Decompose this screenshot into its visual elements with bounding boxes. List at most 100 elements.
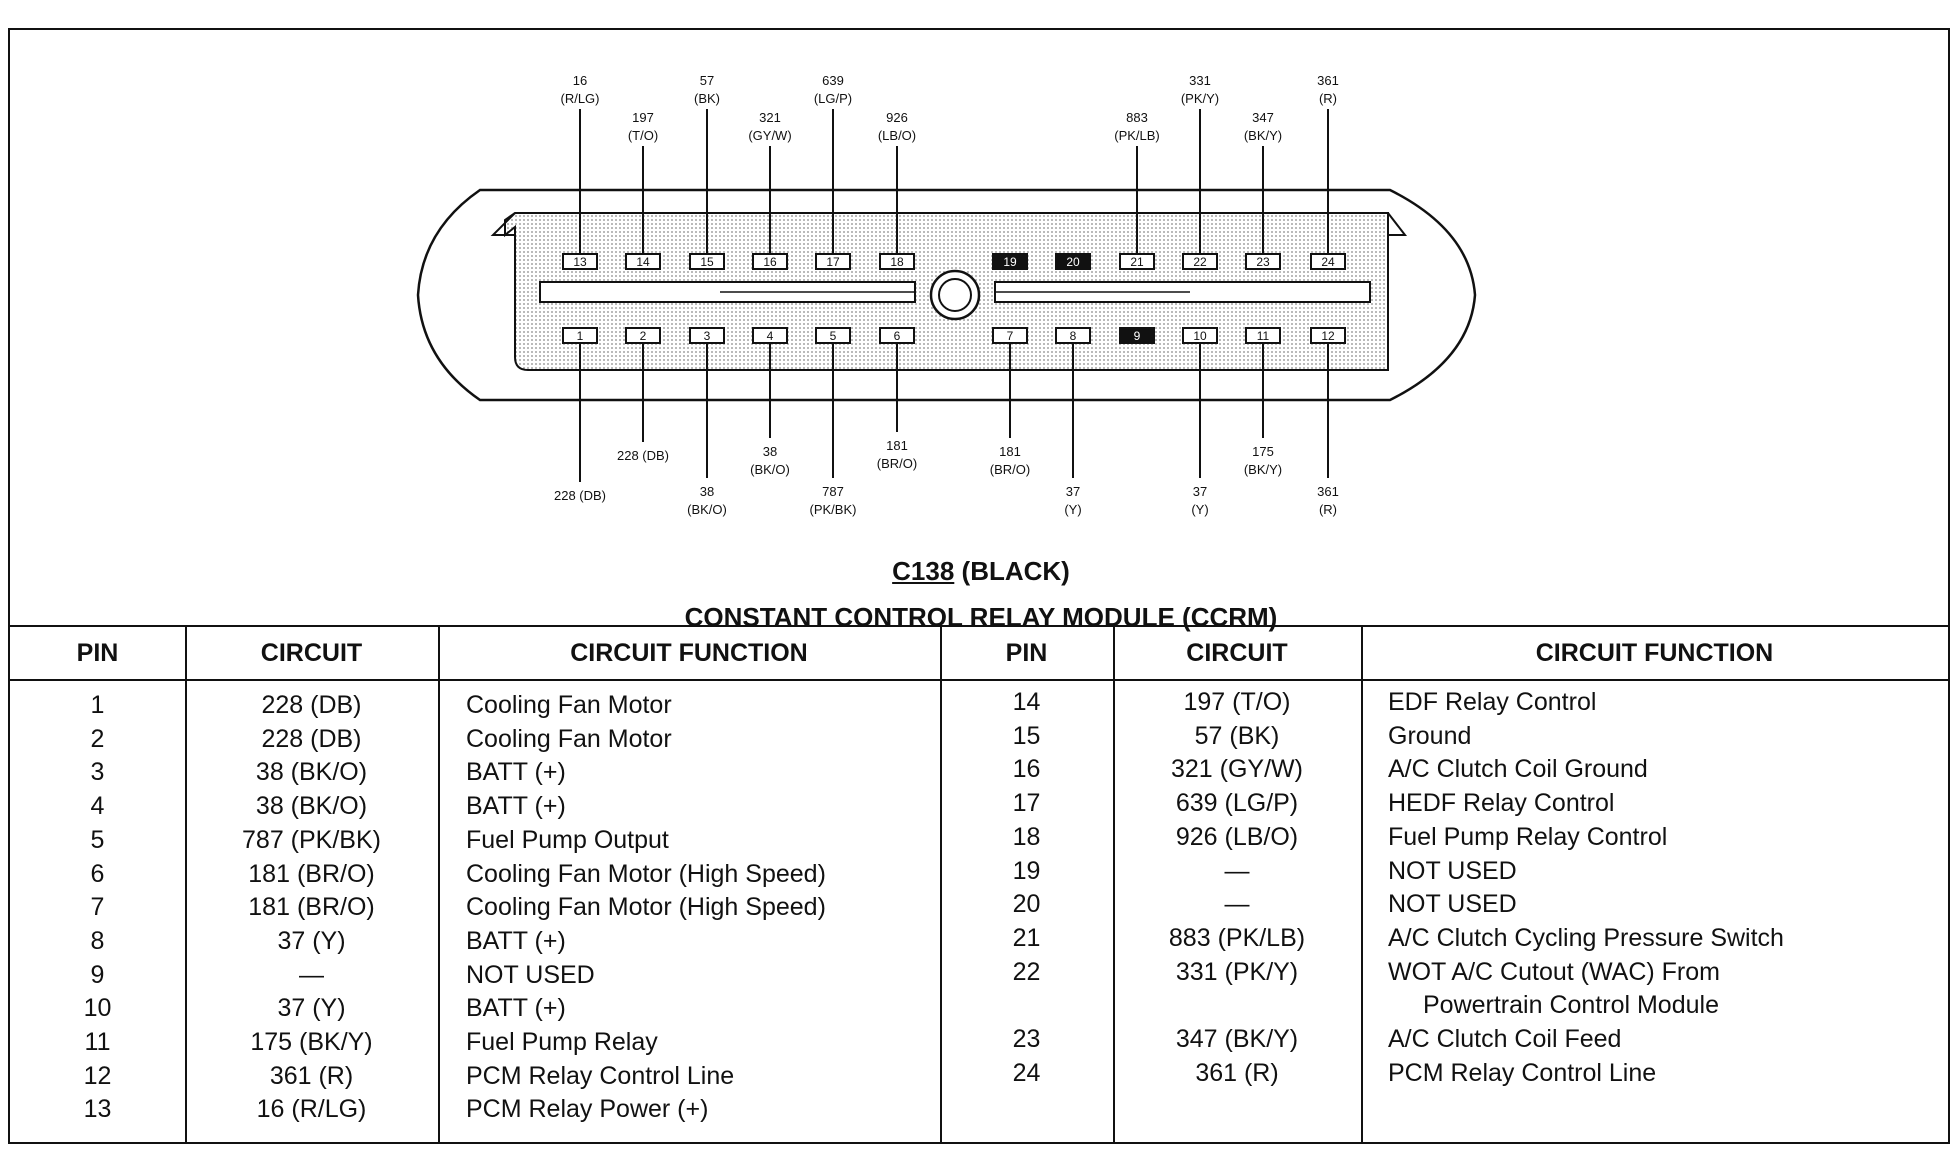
- circuit-cell: 38 (BK/O): [255, 792, 368, 821]
- function-cell: PCM Relay Power (+): [466, 1095, 709, 1124]
- wire-circuit-label: 361: [1317, 484, 1339, 499]
- wire-color-label: (BK/O): [687, 502, 727, 517]
- col-divider: [1361, 627, 1363, 1144]
- wire-circuit-label: 639: [822, 73, 844, 88]
- pin-number: 22: [1193, 255, 1207, 269]
- pin-number: 14: [636, 255, 650, 269]
- pin-number: 4: [767, 329, 774, 343]
- wire-color-label: (BK/O): [750, 462, 790, 477]
- circuit-cell: 361 (R): [1195, 1058, 1279, 1087]
- function-cell: BATT (+): [466, 758, 566, 787]
- circuit-cell: 926 (LB/O): [1175, 822, 1299, 851]
- pin-cell: 14: [1012, 688, 1041, 716]
- circuit-cell: 787 (PK/BK): [242, 825, 381, 854]
- connector-diagram: 1316(R/LG)14197(T/O)1557(BK)16321(GY/W)1…: [416, 73, 1477, 517]
- function-cell: NOT USED: [1388, 890, 1517, 919]
- pin-number: 9: [1134, 329, 1141, 343]
- pin-number: 18: [890, 255, 904, 269]
- pin-number: 5: [830, 329, 837, 343]
- function-cell: Cooling Fan Motor (High Speed): [466, 859, 826, 888]
- wire-circuit-label: 883: [1126, 110, 1148, 125]
- function-cell: BATT (+): [466, 792, 566, 821]
- connector-color: (BLACK): [961, 556, 1070, 586]
- wire-circuit-label: 228 (DB): [617, 448, 669, 463]
- function-cell: BATT (+): [466, 926, 566, 955]
- circuit-cell: 175 (BK/Y): [250, 1028, 373, 1056]
- pin-cell: 15: [1012, 721, 1041, 750]
- pin-cell: 3: [90, 758, 105, 787]
- circuit-cell: 639 (LG/P): [1175, 789, 1299, 818]
- connector-title: C138 (BLACK): [10, 556, 1952, 587]
- module-title: CONSTANT CONTROL RELAY MODULE (CCRM): [684, 602, 1278, 632]
- col-divider: [438, 627, 440, 1144]
- pin-number: 11: [1257, 329, 1270, 343]
- circuit-cell: 197 (T/O): [1183, 688, 1291, 716]
- pin-cell: 13: [83, 1095, 112, 1124]
- header-circuit-function: CIRCUIT FUNCTION: [570, 639, 808, 667]
- wire-color-label: (PK/BK): [810, 502, 857, 517]
- wire-color-label: (BK): [694, 91, 720, 106]
- wire-circuit-label: 347: [1252, 110, 1274, 125]
- pin-cell: 5: [90, 825, 105, 854]
- pin-number: 10: [1193, 329, 1207, 343]
- circuit-cell: 181 (BR/O): [248, 859, 375, 888]
- pin-number: 7: [1007, 329, 1014, 343]
- function-cell: Ground: [1388, 721, 1472, 750]
- connector-id: C138: [892, 556, 955, 586]
- wire-color-label: (LB/O): [878, 128, 916, 143]
- wire-color-label: (GY/W): [748, 128, 791, 143]
- circuit-cell: 228 (DB): [261, 724, 362, 753]
- pin-number: 1: [577, 329, 584, 343]
- circuit-cell: —: [1224, 890, 1250, 919]
- pin-number: 16: [763, 255, 777, 269]
- pin-table: PIN CIRCUIT CIRCUIT FUNCTION PIN CIRCUIT…: [10, 625, 1948, 1144]
- wire-circuit-label: 38: [700, 484, 714, 499]
- header-pin: PIN: [76, 639, 119, 667]
- header-circuit: CIRCUIT: [1186, 639, 1288, 667]
- function-cell: PCM Relay Control Line: [466, 1061, 735, 1090]
- pin-cell: 7: [90, 893, 105, 922]
- top-pin-20: [1055, 253, 1091, 270]
- circuit-cell: 37 (Y): [277, 926, 346, 955]
- pin-cell: 1: [90, 691, 105, 719]
- pin-number: 24: [1321, 255, 1335, 269]
- circuit-cell: —: [299, 960, 324, 989]
- function-cell: A/C Clutch Cycling Pressure Switch: [1388, 923, 1784, 952]
- function-cell: Fuel Pump Relay: [466, 1028, 658, 1056]
- pin-number: 17: [826, 255, 840, 269]
- function-cell: PCM Relay Control Line: [1388, 1058, 1657, 1087]
- function-cell: WOT A/C Cutout (WAC) From: [1388, 957, 1720, 986]
- wire-color-label: (BR/O): [990, 462, 1030, 477]
- circuit-cell: 37 (Y): [277, 994, 346, 1023]
- pin-number: 12: [1321, 329, 1335, 343]
- pin-number: 8: [1070, 329, 1077, 343]
- wire-circuit-label: 181: [999, 444, 1021, 459]
- pin-number: 20: [1066, 255, 1080, 269]
- wire-color-label: (Y): [1064, 502, 1081, 517]
- wire-color-label: (PK/Y): [1181, 91, 1219, 106]
- function-cell: Cooling Fan Motor: [466, 724, 672, 753]
- wire-circuit-label: 181: [886, 438, 908, 453]
- pin-cell: 21: [1012, 923, 1041, 952]
- pin-cell: 18: [1012, 822, 1041, 851]
- col-divider: [185, 627, 187, 1144]
- col-divider: [940, 627, 942, 1144]
- wire-color-label: (R/LG): [561, 91, 600, 106]
- function-cell: HEDF Relay Control: [1388, 789, 1615, 818]
- wire-color-label: (PK/LB): [1114, 128, 1160, 143]
- pin-cell: 22: [1012, 957, 1041, 986]
- pin-cell: 9: [90, 960, 105, 989]
- wire-color-label: (BK/Y): [1244, 462, 1282, 477]
- bottom-pin-9: [1119, 327, 1155, 344]
- pin-number: 21: [1130, 255, 1144, 269]
- wire-color-label: (R): [1319, 91, 1337, 106]
- pin-cell: 19: [1012, 856, 1041, 885]
- top-pin-19: [992, 253, 1028, 270]
- circuit-cell: 38 (BK/O): [255, 758, 368, 787]
- circuit-cell: 228 (DB): [261, 691, 362, 719]
- function-cell: EDF Relay Control: [1388, 688, 1597, 716]
- circuit-cell: 321 (GY/W): [1171, 755, 1303, 784]
- wire-circuit-label: 38: [763, 444, 777, 459]
- header-divider: [10, 679, 1948, 681]
- circuit-cell: —: [1224, 856, 1250, 885]
